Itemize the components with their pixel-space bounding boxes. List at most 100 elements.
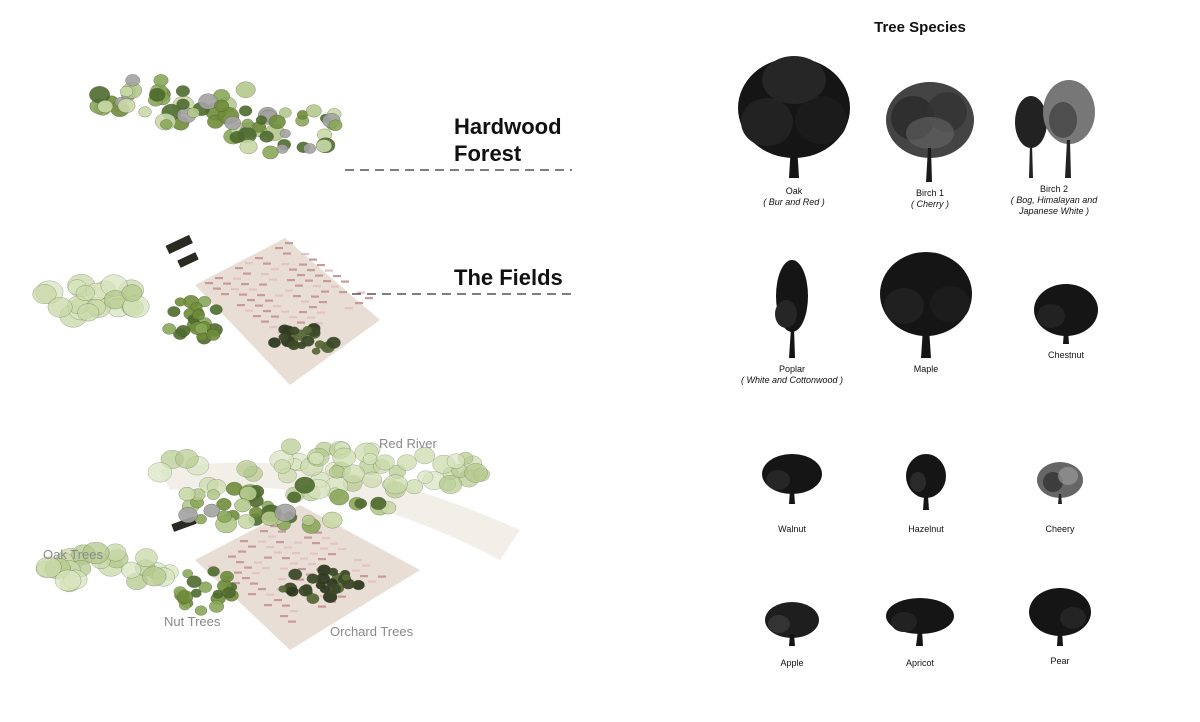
field-plot bbox=[299, 311, 307, 314]
nut-tree bbox=[198, 581, 213, 593]
forest-tree bbox=[97, 100, 114, 113]
oak-tree bbox=[77, 303, 100, 322]
field-plot bbox=[266, 546, 274, 549]
oak-tree bbox=[121, 561, 142, 579]
orchard-tree bbox=[314, 340, 325, 349]
forest-tree bbox=[287, 491, 302, 504]
field-plot bbox=[331, 285, 339, 288]
forest-tree bbox=[119, 86, 134, 97]
oak-tree bbox=[75, 285, 95, 301]
nut-trees-label: Nut Trees bbox=[164, 614, 221, 629]
field-plot bbox=[247, 299, 255, 302]
field-plot bbox=[259, 283, 267, 286]
oak-trees-label: Oak Trees bbox=[43, 547, 103, 562]
field-plot bbox=[311, 295, 319, 298]
oak-tree bbox=[135, 548, 158, 567]
field-plot bbox=[255, 257, 263, 260]
forest-tree bbox=[117, 98, 136, 113]
field-plot bbox=[288, 620, 296, 623]
forest-tree bbox=[203, 503, 220, 518]
forest-tree bbox=[176, 98, 190, 110]
field-plot bbox=[255, 304, 263, 307]
oak-tree bbox=[36, 556, 62, 578]
riverbank-tree bbox=[397, 454, 417, 471]
field-plot bbox=[341, 280, 349, 283]
field-plot bbox=[248, 545, 256, 548]
field-plot bbox=[276, 541, 284, 544]
riverbank-tree bbox=[464, 463, 488, 483]
forest-tree bbox=[235, 81, 256, 98]
field-plot bbox=[238, 550, 246, 553]
nut-tree bbox=[177, 590, 194, 604]
oak-tree bbox=[32, 284, 57, 304]
nut-tree bbox=[209, 304, 223, 315]
nut-tree bbox=[174, 297, 186, 307]
riverbank-tree bbox=[414, 447, 435, 465]
field-plot bbox=[271, 315, 279, 318]
birch-1-name: Birch 1 bbox=[915, 188, 944, 198]
riverbank-tree bbox=[439, 474, 463, 494]
field-plot bbox=[357, 291, 365, 294]
field-plot bbox=[284, 546, 292, 549]
species-birch-1: Birch 1 ( Cherry ) bbox=[860, 78, 1000, 210]
forest-tree bbox=[268, 114, 286, 129]
orchard-tree bbox=[278, 585, 288, 593]
riverbank-tree bbox=[362, 471, 382, 488]
field-plot bbox=[320, 547, 328, 550]
field-plot bbox=[282, 557, 290, 560]
field-plot bbox=[270, 525, 278, 528]
field-plot bbox=[368, 580, 376, 583]
field-plot bbox=[289, 316, 297, 319]
field-plot bbox=[292, 552, 300, 555]
birch-2-sub-line2: Japanese White ) bbox=[1018, 206, 1090, 216]
field-plot bbox=[295, 284, 303, 287]
field-plot bbox=[318, 558, 326, 561]
field-plot bbox=[275, 294, 283, 297]
field-plot bbox=[300, 557, 308, 560]
field-plot bbox=[301, 253, 309, 256]
forest-tree bbox=[279, 107, 292, 118]
field-plot bbox=[231, 288, 239, 291]
field-plot bbox=[283, 252, 291, 255]
field-plot bbox=[273, 305, 281, 308]
forest-tree bbox=[255, 115, 267, 125]
orchard-tree bbox=[268, 337, 281, 348]
tree-species-title: Tree Species bbox=[874, 19, 966, 36]
field-plot bbox=[297, 274, 305, 277]
field-plot bbox=[285, 289, 293, 292]
forest-tree bbox=[216, 510, 232, 523]
species-poplar: Poplar ( White and Cottonwood ) bbox=[722, 258, 862, 386]
field-plot bbox=[245, 309, 253, 312]
field-plot bbox=[254, 561, 262, 564]
riverbank-tree bbox=[308, 451, 325, 465]
forest-tree bbox=[302, 514, 316, 526]
field-plot bbox=[213, 287, 221, 290]
maple-name: Maple bbox=[913, 364, 939, 374]
birch-pair-icon bbox=[1015, 80, 1095, 178]
forest-tree bbox=[138, 106, 152, 118]
riverbank-tree bbox=[328, 465, 346, 479]
orchard-tree bbox=[288, 568, 303, 581]
field-plot bbox=[221, 293, 229, 296]
forest-tree bbox=[276, 144, 289, 154]
field-plot bbox=[264, 604, 272, 607]
species-cheery: Cheery bbox=[990, 460, 1130, 535]
field-plot bbox=[242, 577, 250, 580]
field-plot bbox=[241, 283, 249, 286]
field-plot bbox=[305, 279, 313, 282]
field-plot bbox=[313, 285, 321, 288]
combined-site-layer bbox=[35, 438, 520, 650]
forest-tree bbox=[216, 498, 232, 511]
maple-tree-icon bbox=[880, 252, 972, 358]
field-plot bbox=[318, 605, 326, 608]
field-plot bbox=[339, 291, 347, 294]
field-plot bbox=[308, 563, 316, 566]
forest-tree bbox=[249, 506, 263, 519]
nut-tree bbox=[194, 605, 208, 616]
oak-tree bbox=[142, 566, 167, 587]
orchard-tree bbox=[286, 586, 299, 597]
forest-tree bbox=[175, 85, 190, 97]
field-plot bbox=[328, 553, 336, 556]
field-plot bbox=[280, 567, 288, 570]
field-plot bbox=[261, 273, 269, 276]
